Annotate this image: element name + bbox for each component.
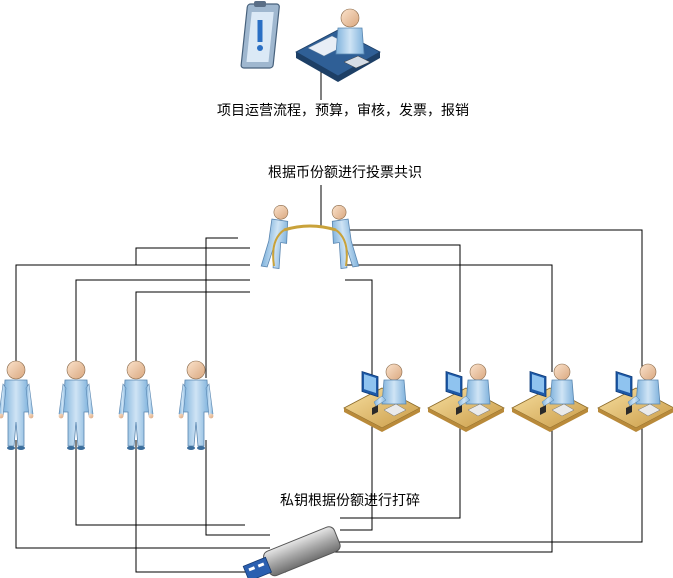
person-standing-icon — [0, 360, 34, 451]
clipboard-alert-icon — [240, 1, 280, 69]
person-standing-icon — [58, 360, 94, 451]
computer-workstation-icon — [597, 363, 673, 433]
usb-drive-icon — [242, 526, 341, 578]
process-label: 项目运营流程，预算，审核，发票，报销 — [217, 103, 469, 119]
computer-workstation-icon — [511, 363, 589, 433]
person-standing-icon — [178, 360, 214, 451]
tug-of-war-icon — [260, 204, 360, 270]
person-standing-icon — [118, 360, 154, 451]
computer-workstation-icon — [427, 363, 505, 433]
key-split-label: 私钥根据份额进行打碎 — [280, 493, 420, 509]
consensus-label: 根据币份额进行投票共识 — [268, 165, 422, 181]
connector-lines — [15, 60, 643, 573]
office-worker-desk-icon — [295, 8, 381, 82]
computer-workstation-icon — [343, 363, 421, 433]
